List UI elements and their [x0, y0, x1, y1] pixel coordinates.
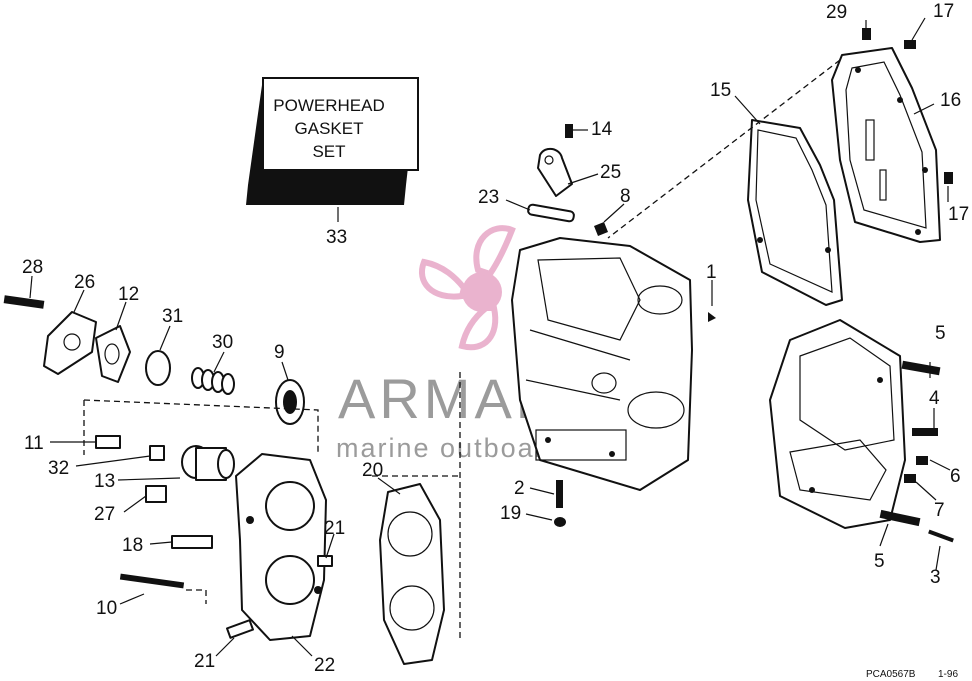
screw-17-right: [944, 172, 953, 184]
armada-propeller-logo: [419, 225, 516, 351]
label-10: 10: [96, 598, 117, 619]
cover-26: [43, 311, 97, 375]
spring-30: [191, 367, 235, 395]
cylinder-head-22: [235, 453, 327, 641]
label-30: 30: [212, 332, 233, 353]
bolt-28: [3, 295, 45, 309]
exhaust-cover-16: [831, 47, 941, 243]
valve-13: [181, 445, 235, 481]
label-1: 1: [706, 262, 717, 283]
spring-32: [149, 445, 165, 461]
label-9: 9: [274, 342, 285, 363]
label-3: 3: [930, 567, 941, 588]
fitting-8: [594, 222, 608, 236]
screw-17-top: [904, 40, 916, 49]
bracket-25: [537, 147, 573, 197]
label-21-bottom: 21: [194, 651, 215, 672]
o-ring-31: [145, 350, 171, 386]
label-5-top: 5: [935, 323, 946, 344]
label-25: 25: [600, 162, 621, 183]
label-16: 16: [940, 90, 961, 111]
pin-3: [928, 529, 954, 543]
gasket-set-label-line1: POWERHEAD: [273, 96, 384, 115]
label-17-right: 17: [948, 204, 969, 225]
exhaust-gasket-15: [747, 119, 843, 306]
gasket-12: [95, 325, 131, 383]
label-17-top: 17: [933, 1, 954, 22]
label-4: 4: [929, 388, 940, 409]
sensor-21-bottom: [226, 619, 254, 639]
fitting-11: [95, 435, 121, 449]
sensor-18: [171, 535, 213, 549]
label-32: 32: [48, 458, 69, 479]
diaphragm-9: [275, 379, 305, 425]
gasket-set-box: [246, 77, 419, 222]
label-11: 11: [24, 433, 44, 454]
label-13: 13: [94, 471, 115, 492]
screw-29: [862, 28, 871, 40]
gasket-set-label-line3: SET: [312, 142, 345, 161]
label-19: 19: [500, 503, 521, 524]
pin-23: [527, 203, 575, 223]
bolt-5-top: [901, 360, 941, 376]
bolt-5-bottom: [879, 509, 921, 527]
crankcase: [769, 319, 906, 529]
stud-2: [556, 480, 563, 508]
label-23: 23: [478, 187, 499, 208]
label-29: 29: [826, 2, 847, 23]
label-2: 2: [514, 478, 525, 499]
label-7: 7: [934, 500, 945, 521]
figure-date: 1-96: [938, 669, 958, 680]
label-20: 20: [362, 460, 383, 481]
label-33: 33: [326, 227, 347, 248]
label-5-bottom: 5: [874, 551, 885, 572]
cylinder-block: [511, 237, 693, 491]
fitting-27: [145, 485, 167, 503]
nut-19: [554, 517, 566, 527]
label-21-top: 21: [324, 518, 345, 539]
leader-lines: [29, 17, 951, 657]
label-6: 6: [950, 466, 961, 487]
label-31: 31: [162, 306, 183, 327]
label-18: 18: [122, 535, 143, 556]
label-26: 26: [74, 272, 95, 293]
screw-14: [565, 124, 573, 138]
gasket-set-label-line2: GASKET: [295, 119, 364, 138]
label-14: 14: [591, 119, 613, 140]
label-28: 28: [22, 257, 43, 278]
figure-code: PCA0567B: [866, 669, 916, 680]
sensor-21-top: [317, 555, 333, 567]
screw-6: [916, 456, 928, 465]
label-12: 12: [118, 284, 139, 305]
head-gasket-20: [379, 483, 445, 665]
pin-1: [708, 312, 716, 322]
screw-7: [904, 474, 916, 483]
label-27: 27: [94, 504, 115, 525]
label-8: 8: [620, 186, 631, 207]
label-15: 15: [710, 80, 731, 101]
bolt-4: [912, 428, 938, 436]
label-22: 22: [314, 655, 335, 676]
part-number-labels: 29 17 15 16 17 14 25 23 8 1 28 26 12 31 …: [22, 1, 969, 676]
bolt-10: [119, 573, 185, 589]
